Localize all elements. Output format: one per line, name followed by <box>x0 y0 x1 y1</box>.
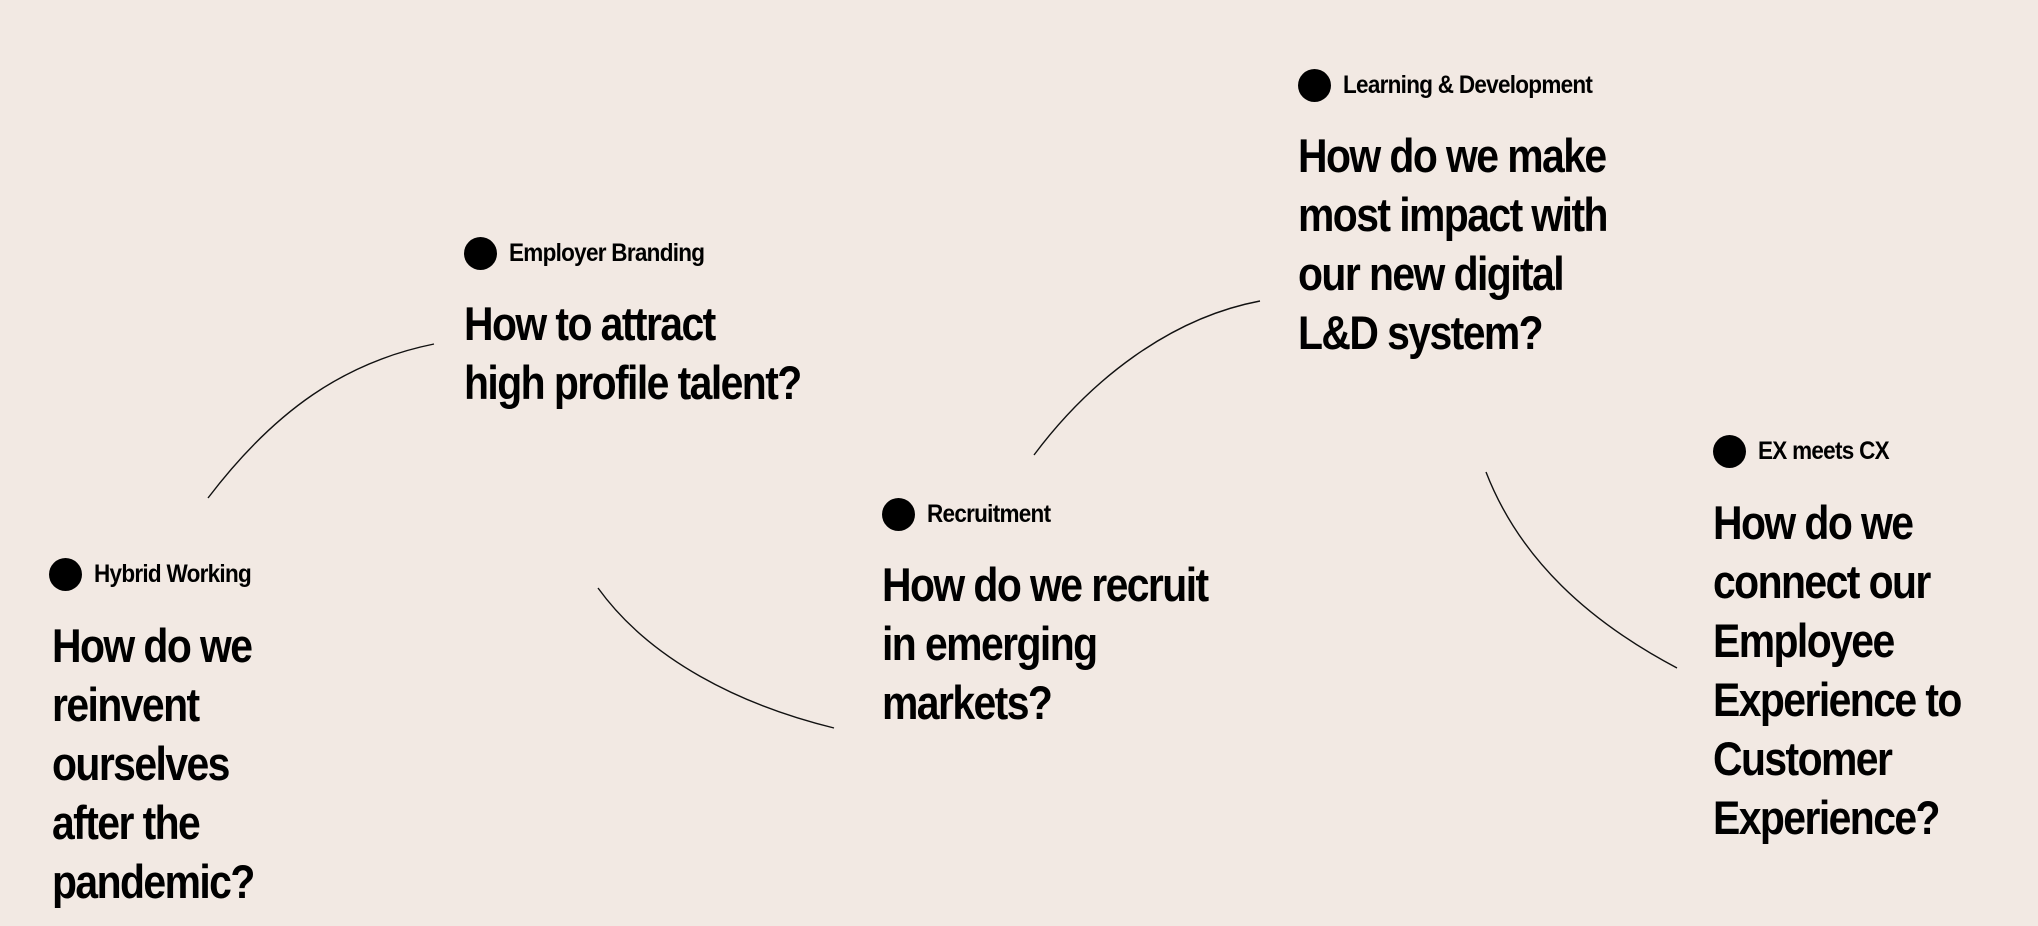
topic-employer-branding: Employer Branding How to attract high pr… <box>464 236 884 412</box>
tag-label: Learning & Development <box>1343 70 1593 99</box>
topic-tag: Learning & Development <box>1298 68 1718 102</box>
connector-employer-to-recruitment <box>597 587 835 729</box>
connector-recruitment-to-learning <box>1033 300 1261 456</box>
topic-learning-development: Learning & Development How do we make mo… <box>1298 68 1718 362</box>
topic-tag: Hybrid Working <box>49 557 429 591</box>
tag-label: Hybrid Working <box>94 559 252 588</box>
topic-ex-meets-cx: EX meets CX How do we connect our Employ… <box>1713 434 2023 847</box>
bullet-dot-icon <box>1713 434 1746 468</box>
question-text: How do we recruit in emerging markets? <box>882 558 1209 729</box>
connector-hybrid-to-employer <box>207 343 435 499</box>
topic-tag: EX meets CX <box>1713 434 2023 468</box>
topic-recruitment: Recruitment How do we recruit in emergin… <box>882 497 1282 732</box>
question-text: How do we make most impact with our new … <box>1298 129 1608 359</box>
question-text: How do we connect our Employee Experienc… <box>1713 496 1962 844</box>
tag-label: EX meets CX <box>1758 436 1890 465</box>
topic-tag: Employer Branding <box>464 236 884 270</box>
tag-label: Recruitment <box>927 499 1051 528</box>
topic-tag: Recruitment <box>882 497 1282 531</box>
bullet-dot-icon <box>49 557 82 591</box>
connector-learning-to-excx <box>1485 471 1678 669</box>
question-text: How to attract high profile talent? <box>464 297 802 409</box>
topic-hybrid-working: Hybrid Working How do we reinvent oursel… <box>49 557 429 911</box>
bullet-dot-icon <box>1298 68 1331 102</box>
tag-label: Employer Branding <box>509 238 705 267</box>
bullet-dot-icon <box>464 236 497 270</box>
bullet-dot-icon <box>882 497 915 531</box>
question-text: How do we reinvent ourselves after the p… <box>52 619 255 908</box>
